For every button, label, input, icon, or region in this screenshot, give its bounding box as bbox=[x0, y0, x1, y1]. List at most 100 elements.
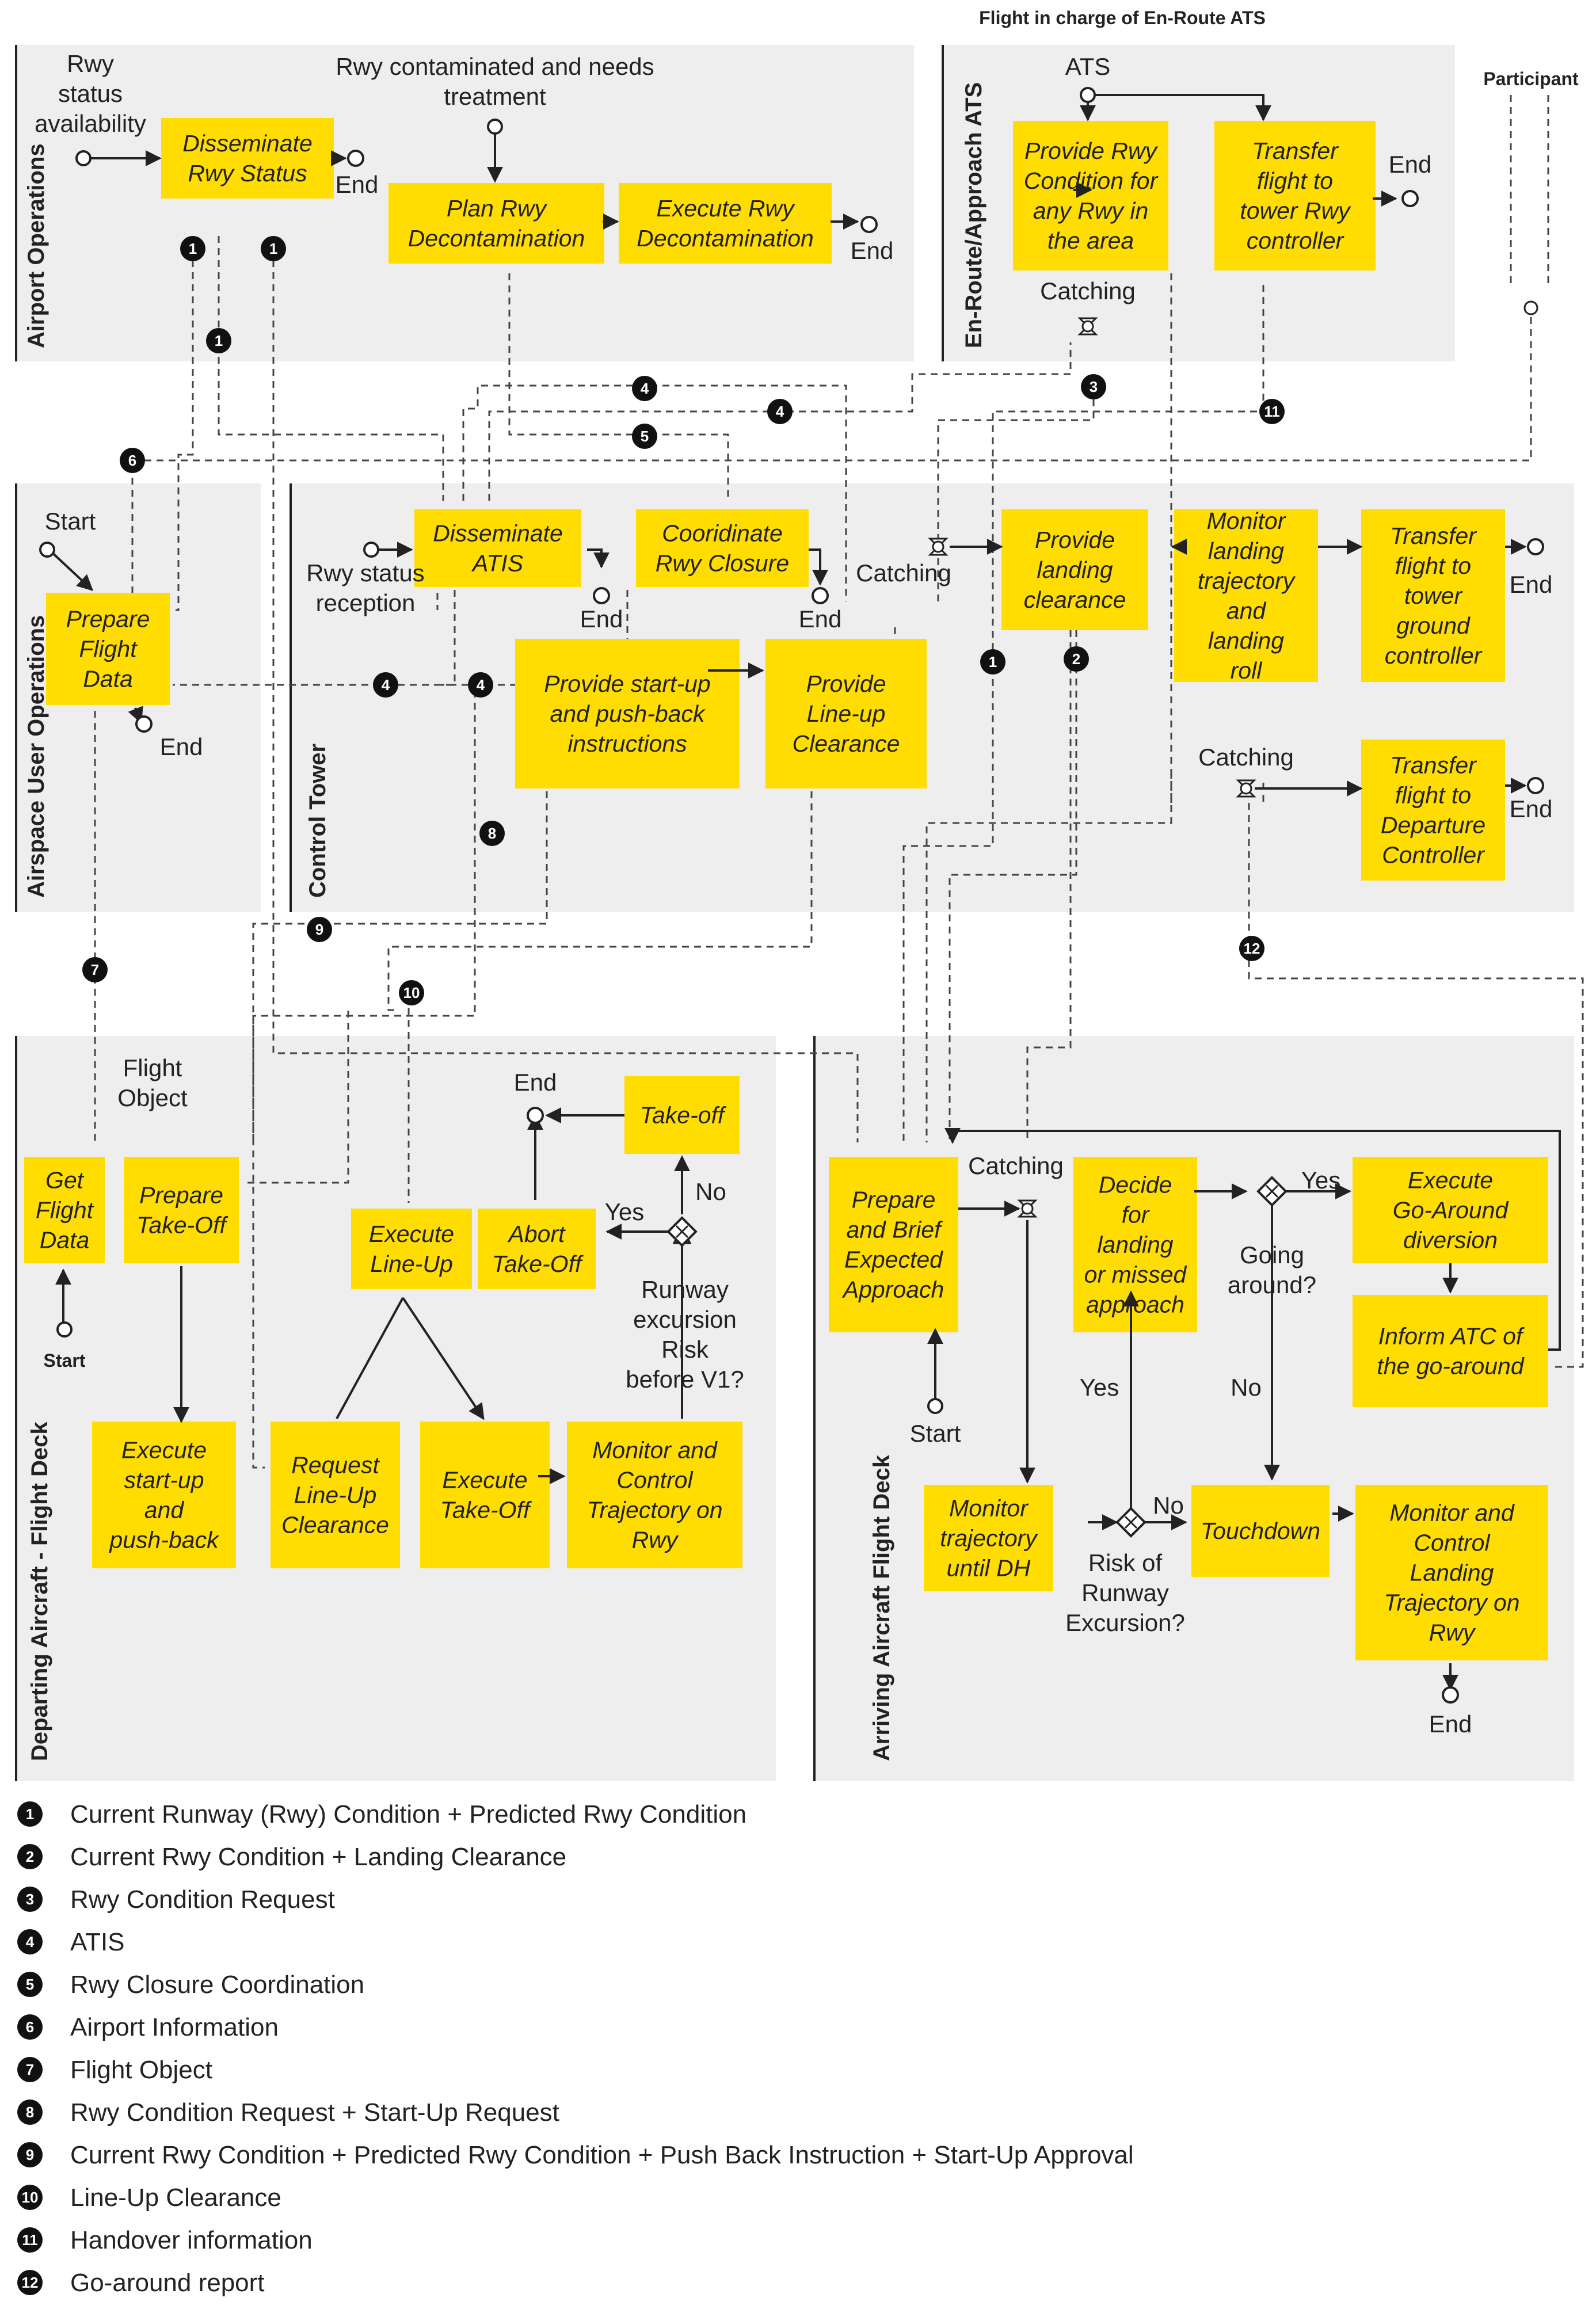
svg-text:Airport Operations: Airport Operations bbox=[24, 143, 49, 348]
enroute-caption: Flight in charge of En-Route ATS bbox=[979, 7, 1266, 28]
label-end: End bbox=[336, 171, 379, 198]
end-event bbox=[527, 1107, 544, 1124]
end-event bbox=[1527, 777, 1544, 794]
flow-badge-number: 1 bbox=[215, 332, 223, 349]
start-event bbox=[487, 119, 503, 135]
flow-badge: 4 bbox=[632, 376, 657, 401]
flow-badge: 1 bbox=[261, 236, 286, 261]
legend-number: 1 bbox=[26, 1805, 34, 1823]
svg-text:Control Tower: Control Tower bbox=[305, 744, 330, 898]
svg-text:Airspace User Operations: Airspace User Operations bbox=[24, 615, 49, 898]
start-event bbox=[39, 542, 55, 558]
label-yes: Yes bbox=[605, 1198, 645, 1225]
label-no: No bbox=[1231, 1374, 1262, 1401]
lane-title-enroute: En-Route/Approach ATS bbox=[961, 82, 986, 348]
legend-number: 6 bbox=[26, 2018, 34, 2036]
flow-badge-number: 2 bbox=[1072, 650, 1080, 668]
flow-badge-number: 3 bbox=[1090, 378, 1098, 395]
decision-gateway bbox=[1256, 1176, 1288, 1207]
start-event bbox=[75, 150, 92, 166]
label-start: Start bbox=[910, 1420, 961, 1447]
label-catching: Catching bbox=[1198, 744, 1294, 771]
label-end: End bbox=[1510, 795, 1553, 822]
end-event bbox=[812, 587, 829, 604]
catching-event bbox=[928, 538, 949, 556]
legend-text: Current Rwy Condition + Landing Clearanc… bbox=[70, 1843, 566, 1871]
flow-badge: 9 bbox=[307, 917, 332, 942]
legend-number: 10 bbox=[22, 2189, 39, 2206]
event-symbols bbox=[39, 87, 1549, 1704]
flow-badge: 2 bbox=[1064, 646, 1089, 672]
end-event bbox=[135, 715, 153, 733]
decision-gateway bbox=[1115, 1507, 1146, 1538]
label-end: End bbox=[580, 605, 623, 633]
decision-gateway bbox=[666, 1216, 698, 1247]
legend-text: Go-around report bbox=[70, 2269, 265, 2297]
flow-badge-number: 4 bbox=[382, 676, 390, 694]
svg-text:Departing Aircraft - Flight De: Departing Aircraft - Flight Deck bbox=[27, 1422, 52, 1761]
start-event bbox=[56, 1321, 73, 1338]
label-start: Start bbox=[44, 1350, 86, 1371]
start-event bbox=[363, 542, 379, 558]
label-no: No bbox=[1153, 1492, 1184, 1519]
end-event bbox=[1442, 1686, 1459, 1704]
flow-badge: 11 bbox=[1259, 399, 1285, 424]
legend-number: 3 bbox=[26, 1891, 34, 1908]
legend-text: Current Runway (Rwy) Condition + Predict… bbox=[70, 1800, 746, 1828]
label-end: End bbox=[514, 1069, 557, 1096]
lane-title-arriving: Arriving Aircraft Flight Deck bbox=[869, 1454, 894, 1761]
label-end: End bbox=[1389, 151, 1432, 178]
legend-text: Current Rwy Condition + Predicted Rwy Co… bbox=[70, 2141, 1134, 2169]
flow-badge-number: 8 bbox=[488, 825, 496, 842]
legend-text: Rwy Closure Coordination bbox=[70, 1971, 364, 1999]
flow-badge: 1 bbox=[980, 649, 1005, 675]
legend-number: 11 bbox=[22, 2231, 38, 2249]
svg-text:En-Route/Approach ATS: En-Route/Approach ATS bbox=[961, 82, 986, 348]
label-end: End bbox=[1510, 571, 1553, 598]
legend: 1 Current Runway (Rwy) Condition + Predic… bbox=[17, 1800, 1134, 2297]
catching-event bbox=[1017, 1199, 1038, 1218]
flow-badge-number: 1 bbox=[189, 240, 197, 257]
flow-badge: 12 bbox=[1239, 936, 1264, 961]
sequence-flows bbox=[48, 94, 1561, 1691]
legend-number: 2 bbox=[26, 1848, 34, 1865]
flow-badge: 4 bbox=[468, 672, 493, 698]
legend-text: ATIS bbox=[70, 1928, 125, 1956]
